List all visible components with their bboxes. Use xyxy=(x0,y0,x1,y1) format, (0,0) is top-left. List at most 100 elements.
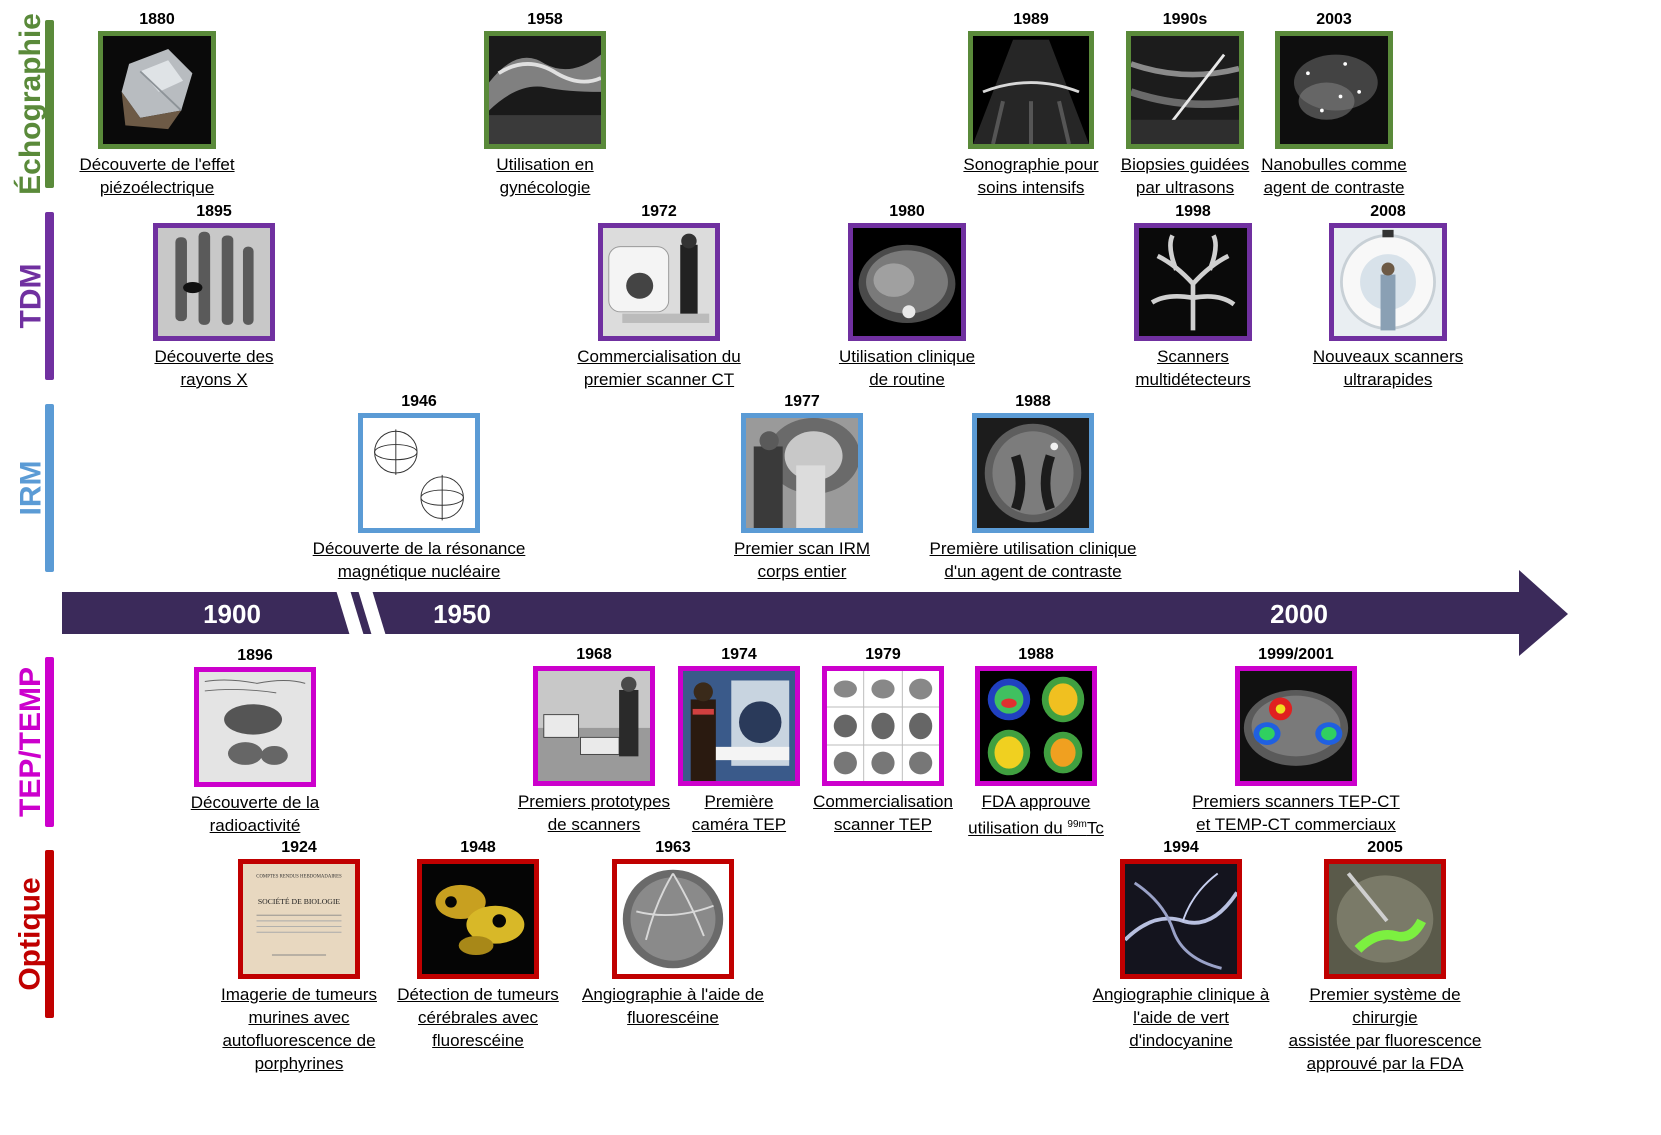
row-label-optique: Optique xyxy=(8,850,54,1018)
row-label-tdm: TDM xyxy=(8,212,54,380)
row-color-bar xyxy=(45,657,54,827)
prototype-photo xyxy=(533,666,655,786)
event-year: 1979 xyxy=(865,646,901,663)
journal-society: SOCIÉTÉ DE BIOLOGIE xyxy=(258,896,341,906)
event-year: 1974 xyxy=(721,646,757,663)
event-year: 1895 xyxy=(196,203,232,220)
brain-pet-image xyxy=(975,666,1097,786)
event-year: 1988 xyxy=(1015,393,1051,410)
event-year: 2008 xyxy=(1370,203,1406,220)
scanner-photo xyxy=(1329,223,1447,341)
icg-image xyxy=(1120,859,1242,979)
spin-diagram xyxy=(358,413,480,533)
row-label-echographie: Échographie xyxy=(8,13,54,195)
event-year: 1977 xyxy=(784,393,820,410)
event-year: 1948 xyxy=(460,839,496,856)
event-year: 2005 xyxy=(1367,839,1403,856)
brain-mri-image xyxy=(972,413,1094,533)
petct-image xyxy=(1235,666,1357,786)
event-year: 1896 xyxy=(237,647,273,664)
event-year: 1994 xyxy=(1163,839,1199,856)
crystal-image xyxy=(98,31,216,149)
event-year: 1946 xyxy=(401,393,437,410)
ct-slice-image xyxy=(848,223,966,341)
event-year: 1968 xyxy=(576,646,612,663)
ultrasound-image xyxy=(968,31,1094,149)
pet-grid-image xyxy=(822,666,944,786)
event-year: 1998 xyxy=(1175,203,1211,220)
event-year: 2003 xyxy=(1316,11,1352,28)
ultrasound-image xyxy=(1126,31,1244,149)
event-year: 1988 xyxy=(1018,646,1054,663)
journal-title: COMPTES RENDUS HEBDOMADAIRES xyxy=(256,874,342,879)
mri-photo xyxy=(741,413,863,533)
row-color-bar xyxy=(45,20,54,188)
row-color-bar xyxy=(45,850,54,1018)
surgery-image xyxy=(1324,859,1446,979)
axis-label-2000: 2000 xyxy=(1270,599,1328,629)
axis-label-1950: 1950 xyxy=(433,599,491,629)
event-year: 1880 xyxy=(139,11,175,28)
event-year: 1972 xyxy=(641,203,677,220)
event-year: 1980 xyxy=(889,203,925,220)
event-year: 1990s xyxy=(1162,11,1208,28)
plate-image xyxy=(194,667,316,787)
scanner-photo xyxy=(598,223,720,341)
event-optique-1924: 1924 COMPTES RENDUS HEBDOMADAIRES SOCIÉTÉ… xyxy=(189,838,409,1075)
journal-cover-image: COMPTES RENDUS HEBDOMADAIRES SOCIÉTÉ DE B… xyxy=(238,859,360,979)
vessels-image xyxy=(1134,223,1252,341)
event-year: 1924 xyxy=(281,839,317,856)
row-label-tep: TEP/TEMP xyxy=(8,657,54,827)
ultrasound-image xyxy=(1275,31,1393,149)
event-year: 1963 xyxy=(655,839,691,856)
ultrasound-image xyxy=(484,31,606,149)
row-color-bar xyxy=(45,404,54,572)
row-color-bar xyxy=(45,212,54,380)
event-year: 1989 xyxy=(1013,11,1049,28)
axis-label-1900: 1900 xyxy=(203,599,261,629)
